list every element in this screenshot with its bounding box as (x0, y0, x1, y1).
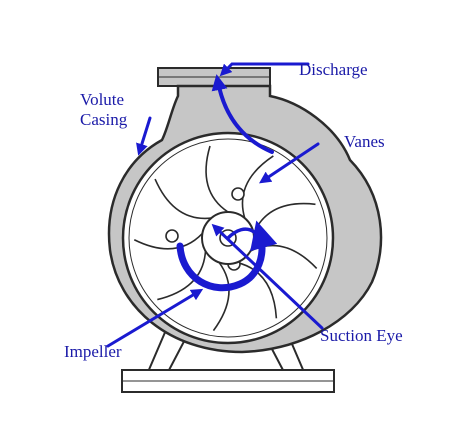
label-casing: Casing (80, 110, 128, 129)
label-suction-eye: Suction Eye (320, 326, 403, 345)
label-discharge: Discharge (299, 60, 368, 79)
label-volute: Volute (80, 90, 125, 109)
vane-group (133, 145, 318, 332)
label-impeller: Impeller (64, 342, 122, 361)
leader-arrows (106, 62, 324, 348)
discharge-flange (157, 67, 271, 87)
flow-arrows (176, 74, 278, 292)
label-vanes: Vanes (344, 132, 385, 151)
